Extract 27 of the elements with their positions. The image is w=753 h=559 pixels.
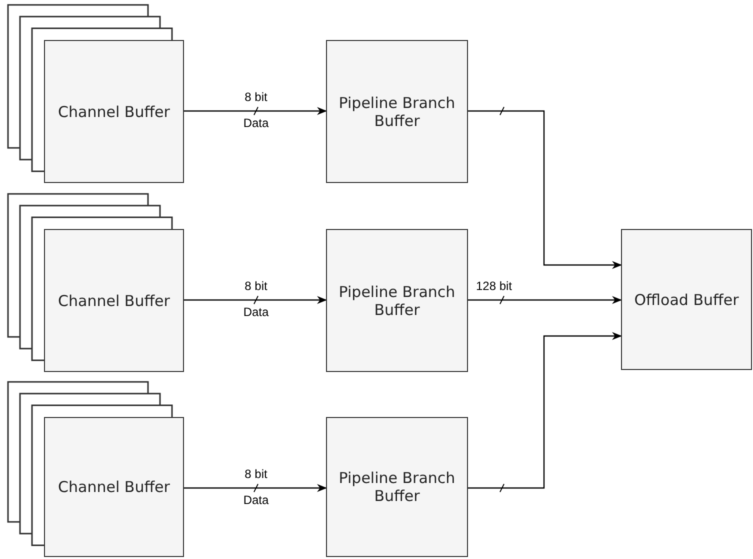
buffer-label: Channel Buffer [57, 292, 171, 310]
edge-label: 128 bit [476, 279, 512, 293]
buffer-box [44, 40, 184, 183]
buffer-box [44, 417, 184, 557]
buffer-box [44, 229, 184, 372]
buffer-label: Pipeline Branch Buffer [338, 469, 456, 505]
arrow [468, 332, 622, 489]
buffer-label: Offload Buffer [633, 290, 740, 308]
edge-label: 8 bit [244, 467, 268, 481]
buffer-label: Pipeline Branch Buffer [338, 94, 456, 130]
edge-label: 8 bit [244, 279, 268, 293]
buffer-box [326, 40, 468, 183]
data-label: Data [243, 493, 269, 507]
arrow [184, 296, 327, 304]
buffer-box [326, 417, 468, 557]
buffer-label: Pipeline Branch Buffer [338, 282, 456, 318]
arrow [184, 107, 327, 115]
arrow [468, 110, 622, 269]
buffer-label: Channel Buffer [57, 102, 171, 120]
buffer-label: Channel Buffer [57, 478, 171, 496]
arrow [184, 484, 327, 492]
buffer-box [326, 229, 468, 372]
data-label: Data [243, 116, 269, 130]
arrow [468, 296, 622, 304]
edge-label: 8 bit [244, 90, 268, 104]
buffer-box [621, 229, 752, 370]
data-label: Data [243, 305, 269, 319]
